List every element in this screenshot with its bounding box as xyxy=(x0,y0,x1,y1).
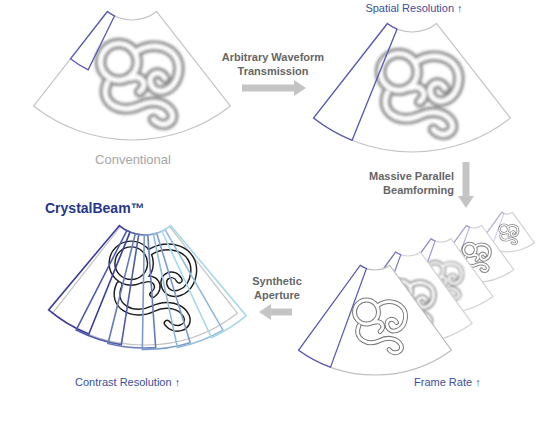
ultrasound-sector xyxy=(313,24,510,152)
benefit-label: Spatial Resolution ↑ xyxy=(308,2,520,15)
beam-slice xyxy=(76,231,139,345)
frame-rate-panel: Frame Rate ↑ xyxy=(296,210,546,400)
fetus-stroke xyxy=(101,44,138,81)
fetus-stroke xyxy=(381,54,418,91)
ultrasound-sector xyxy=(33,12,230,140)
fetus-fill xyxy=(385,93,452,135)
fetus-fill xyxy=(381,54,418,91)
fetus-stroke xyxy=(500,225,509,234)
fetus-fill xyxy=(105,83,172,125)
sector-outline xyxy=(35,198,257,396)
beam-slice xyxy=(313,24,397,141)
fetus-fill xyxy=(410,87,423,102)
fetus-figure xyxy=(500,225,518,244)
beam-slice xyxy=(108,234,156,348)
fetus-fill xyxy=(143,279,157,295)
beam-slice xyxy=(49,226,130,334)
beam-slice xyxy=(299,265,367,367)
benefit-label: Contrast Resolution ↑ xyxy=(75,376,255,389)
sector-outline xyxy=(308,2,520,158)
fetus-stroke xyxy=(473,255,478,260)
fetus-stroke xyxy=(374,322,383,332)
fetus-stroke xyxy=(355,300,379,324)
fetus-fill xyxy=(374,322,383,332)
fetus-fill xyxy=(130,77,143,92)
fetus-fill xyxy=(355,300,379,324)
fetus-fill xyxy=(501,234,517,244)
fetus-stroke xyxy=(507,233,510,236)
spatial-resolution-panel: Spatial Resolution ↑ xyxy=(308,2,520,158)
sector-outline xyxy=(296,210,546,400)
step-label: Arbitrary Waveform Transmission xyxy=(211,51,335,79)
conventional-panel: Conventional xyxy=(28,6,238,172)
fetus-stroke xyxy=(410,87,423,102)
fetus-fill xyxy=(358,326,402,353)
fetus-fill xyxy=(463,244,475,256)
brand-title: CrystalBeam™ xyxy=(45,200,245,217)
fetus-fill xyxy=(101,44,138,81)
fetus-fill xyxy=(377,302,406,331)
process-arrow xyxy=(242,85,294,92)
step-label: Synthetic Aperture xyxy=(237,275,317,303)
sector-outline xyxy=(28,6,238,172)
step-label: Massive Parallel Beamforming xyxy=(344,170,454,198)
process-arrow xyxy=(463,162,470,196)
ultrasound-sector xyxy=(53,227,238,345)
fetus-figure xyxy=(355,300,406,353)
fetus-fill xyxy=(473,255,478,260)
ultrasound-sector xyxy=(299,265,452,375)
fetus-figure xyxy=(101,44,179,125)
fetus-fill xyxy=(500,225,509,234)
benefit-label: Frame Rate ↑ xyxy=(414,376,534,389)
beam-slice xyxy=(162,226,246,338)
fetus-stroke xyxy=(463,244,475,256)
crystalbeam-panel: CrystalBeam™ Contrast Resolution ↑ xyxy=(35,198,257,396)
fetus-stroke xyxy=(143,279,157,295)
fetus-stroke xyxy=(130,77,143,92)
fetus-fill xyxy=(507,233,510,236)
process-arrow xyxy=(271,309,292,316)
panel-caption: Conventional xyxy=(28,152,238,168)
beam-slice xyxy=(70,12,114,70)
fetus-figure xyxy=(381,54,459,135)
